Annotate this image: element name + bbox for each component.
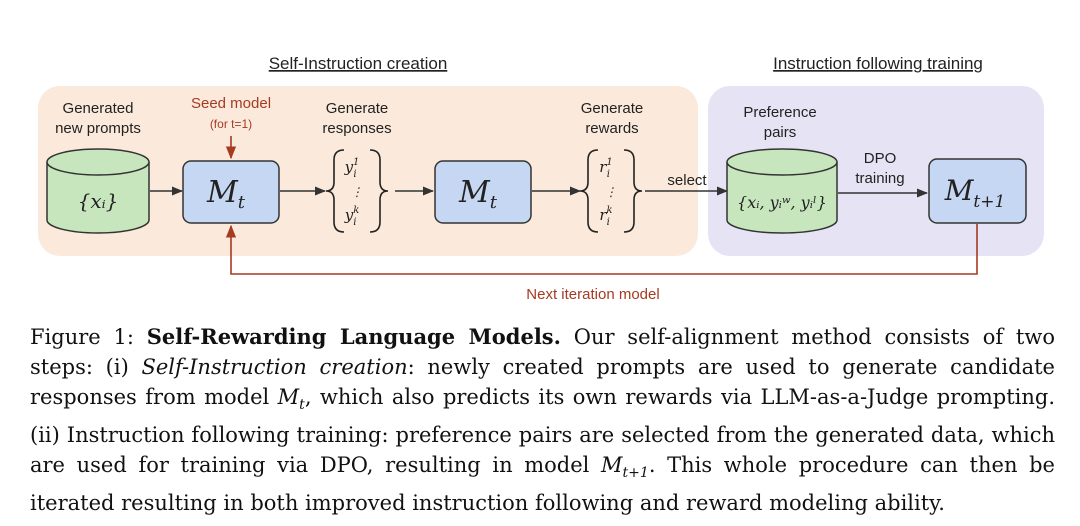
generate-responses-label-line1: Generate: [326, 100, 389, 117]
model-t-symbol: M: [206, 175, 239, 210]
model-t-judge-symbol: M: [458, 175, 491, 210]
caption-model-t-sub: t: [299, 397, 305, 414]
dpo-label-line2: training: [855, 170, 904, 187]
section-right-title: Instruction following training: [773, 54, 983, 73]
generate-responses-label-line2: responses: [322, 120, 391, 137]
caption-model-t1: M: [601, 453, 623, 478]
caption-model-t: M: [277, 385, 300, 409]
self-rewarding-diagram: Self-Instruction creation Instruction fo…: [38, 54, 1044, 303]
seed-model-label: Seed model: [191, 95, 271, 112]
caption-text-4: . This whole procedure can then be itera…: [30, 453, 1055, 516]
model-box-t-judge: Mt: [434, 160, 532, 224]
caption-italic-term: Self-Instruction creation: [141, 355, 408, 379]
next-iteration-feedback-arrow: [225, 224, 978, 275]
caption-text-1: Our self-alignment method consists of tw…: [30, 325, 1055, 379]
next-iteration-label: Next iteration model: [526, 286, 659, 303]
caption-text-2: : newly created prompts are used to gene…: [30, 355, 1055, 409]
preference-pairs-cylinder: {xᵢ, yᵢʷ, yᵢˡ}: [726, 148, 838, 234]
model-next-subscript: t+1: [973, 192, 1005, 212]
svg-text:⋮: ⋮: [351, 185, 363, 199]
response-bottom-symbol: y: [344, 206, 354, 224]
model-box-t-plus-1: Mt+1: [928, 158, 1027, 224]
seed-model-sub-label: (for t=1): [210, 117, 252, 131]
svg-text:Mt+1: Mt+1: [944, 174, 1006, 212]
generated-prompts-label-line2: new prompts: [55, 120, 141, 137]
svg-text:Mt: Mt: [206, 175, 246, 213]
model-t-subscript: t: [238, 192, 246, 213]
caption-label: Figure 1:: [30, 325, 134, 349]
select-label: select: [667, 172, 707, 189]
response-top-symbol: y: [344, 158, 354, 176]
svg-text:y1i: y1i: [344, 157, 360, 180]
generated-prompts-label-line1: Generated: [63, 100, 134, 117]
preference-pairs-label-line1: Preference: [743, 104, 816, 121]
generate-rewards-label-line2: rewards: [585, 120, 638, 137]
generate-rewards-label-line1: Generate: [581, 100, 644, 117]
preference-set-label: {xᵢ, yᵢʷ, yᵢˡ}: [737, 193, 827, 212]
preference-pairs-label-line2: pairs: [764, 124, 797, 141]
svg-text:⋮: ⋮: [605, 185, 617, 199]
prompt-set-cylinder: {xᵢ}: [46, 148, 150, 234]
caption-model-t1-sub: t+1: [622, 465, 649, 482]
model-box-t: Mt: [182, 160, 280, 224]
dpo-label-line1: DPO: [864, 150, 897, 167]
caption-bold-title: Self-Rewarding Language Models.: [146, 324, 561, 349]
model-t-judge-subscript: t: [490, 192, 498, 213]
model-next-symbol: M: [944, 174, 975, 207]
caption-text-3: , which also predicts its own rewards vi…: [30, 385, 1056, 478]
section-left-title: Self-Instruction creation: [269, 54, 448, 73]
svg-text:yki: yki: [344, 205, 360, 228]
svg-text:Mt: Mt: [458, 175, 498, 213]
svg-text:r1i: r1i: [599, 157, 613, 180]
reward-top-symbol: r: [599, 158, 607, 176]
prompt-set-label: {xᵢ}: [78, 189, 119, 213]
reward-bottom-symbol: r: [599, 206, 607, 224]
svg-text:rki: rki: [599, 205, 612, 228]
figure-caption: Figure 1: Self-Rewarding Language Models…: [30, 322, 1055, 518]
